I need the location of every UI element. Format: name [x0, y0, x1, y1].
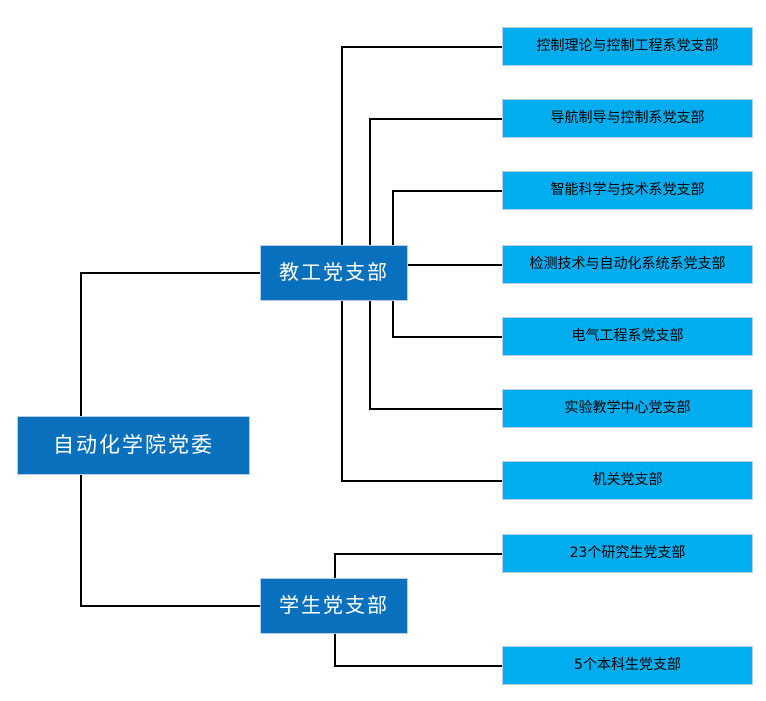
node-leaf-faculty-5[interactable]: 电气工程系党支部: [502, 317, 753, 356]
connector-student-to-leaf-2: [334, 665, 503, 667]
node-leaf-faculty-1[interactable]: 控制理论与控制工程系党支部: [502, 27, 753, 66]
connector-faculty-riser-5: [392, 290, 394, 338]
connector-student-to-leaf-1: [334, 553, 503, 555]
connector-faculty-riser-3: [392, 190, 394, 256]
node-leaf-faculty-7[interactable]: 机关党支部: [502, 461, 753, 500]
connector-faculty-riser-7: [341, 290, 343, 482]
node-branch-faculty[interactable]: 教工党支部: [260, 245, 408, 301]
node-leaf-faculty-3[interactable]: 智能科学与技术系党支部: [502, 171, 753, 210]
connector-faculty-to-leaf-1: [341, 46, 503, 48]
connector-faculty-riser-6: [369, 290, 371, 410]
node-branch-student[interactable]: 学生党支部: [260, 578, 408, 634]
connector-faculty-to-leaf-7: [341, 480, 503, 482]
connector-faculty-to-leaf-4: [408, 264, 503, 266]
node-leaf-faculty-6[interactable]: 实验教学中心党支部: [502, 389, 753, 428]
node-leaf-student-1[interactable]: 23个研究生党支部: [502, 534, 753, 573]
node-leaf-faculty-2[interactable]: 导航制导与控制系党支部: [502, 99, 753, 138]
connector-root-to-student: [80, 605, 261, 607]
node-leaf-faculty-4[interactable]: 检测技术与自动化系统系党支部: [502, 245, 753, 284]
connector-faculty-riser-1: [341, 46, 343, 256]
connector-faculty-to-leaf-3: [392, 190, 503, 192]
connector-faculty-to-leaf-5: [392, 336, 503, 338]
connector-faculty-riser-2: [369, 118, 371, 256]
node-root[interactable]: 自动化学院党委: [17, 416, 250, 475]
connector-root-to-faculty: [80, 272, 261, 274]
connector-faculty-to-leaf-6: [369, 408, 503, 410]
connector-faculty-to-leaf-2: [369, 118, 503, 120]
node-leaf-student-2[interactable]: 5个本科生党支部: [502, 646, 753, 685]
